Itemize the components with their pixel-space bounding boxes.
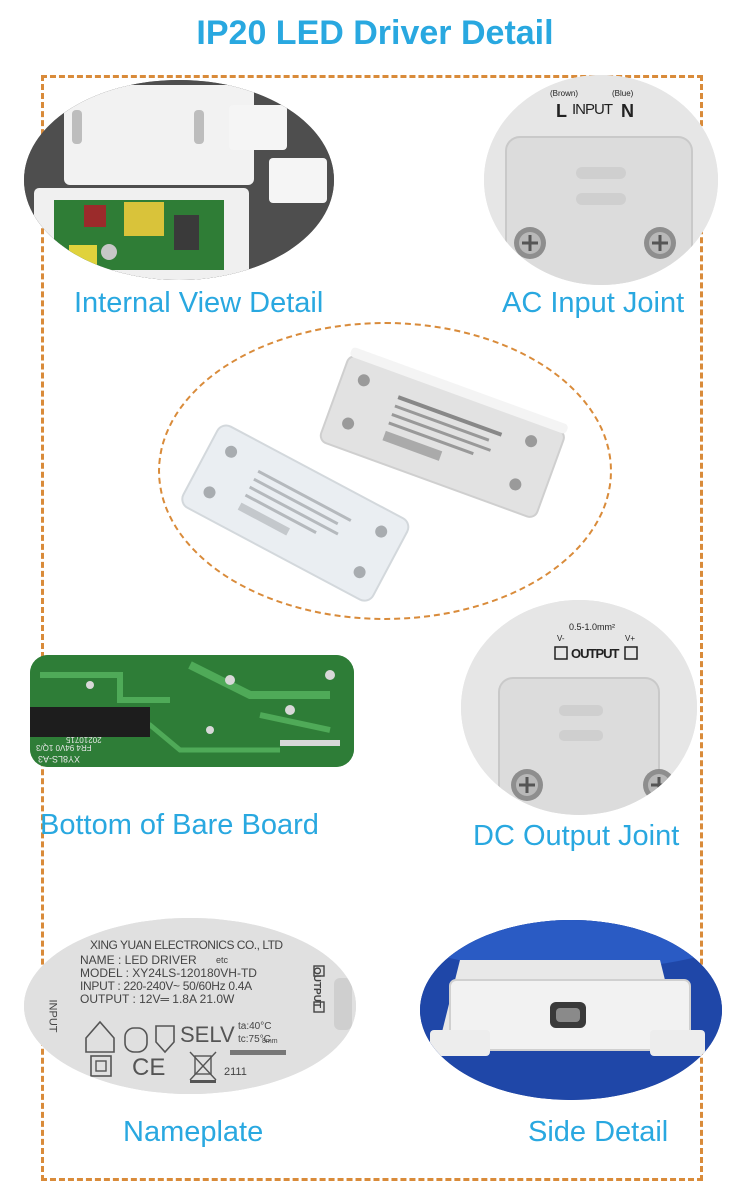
dashed-frame	[41, 75, 703, 1181]
caption-ac-input: AC Input Joint	[502, 287, 685, 319]
board-model-label: XY8LS-A3	[38, 754, 81, 764]
internal-view-photo	[24, 80, 334, 280]
nameplate-strip: 8mm	[262, 1038, 278, 1045]
ac-n-label: N	[621, 101, 634, 121]
caption-dc-output: DC Output Joint	[473, 820, 680, 852]
bare-board-photo: 20210715 FR4 94V0 1Q/3 XY8LS-A3	[30, 655, 354, 767]
nameplate-input: INPUT : 220-240V~ 50/60Hz 0.4A	[80, 979, 252, 993]
nameplate-tc: tc:75°C	[238, 1034, 271, 1045]
caption-bare-board: Bottom of Bare Board	[40, 809, 319, 841]
dc-wire-label: 0.5-1.0mm²	[569, 622, 616, 632]
nameplate-selv: SELV	[180, 1022, 235, 1047]
caption-nameplate: Nameplate	[123, 1116, 264, 1148]
page-title: IP20 LED Driver Detail	[196, 14, 554, 52]
nameplate-model: MODEL : XY24LS-120180VH-TD	[80, 966, 257, 980]
dc-output-photo: 0.5-1.0mm² V- V+ OUTPUT	[461, 600, 697, 815]
caption-side-detail: Side Detail	[528, 1116, 669, 1148]
nameplate-photo: XING YUAN ELECTRONICS CO., LTD NAME : LE…	[24, 918, 356, 1094]
nameplate-name: NAME : LED DRIVER	[80, 953, 197, 967]
ac-blue-label: (Blue)	[612, 89, 634, 98]
caption-internal-view: Internal View Detail	[74, 287, 324, 319]
product-photo	[158, 322, 612, 620]
nameplate-company: XING YUAN ELECTRONICS CO., LTD	[90, 938, 283, 952]
dc-vplus-label: V+	[625, 634, 636, 643]
nameplate-output-rotated: OUTPUT	[311, 966, 323, 1009]
nameplate-output: OUTPUT : 12V═ 1.8A 21.0W	[80, 992, 235, 1006]
side-detail-photo	[420, 920, 722, 1100]
ac-l-label: L	[556, 101, 567, 121]
dc-vminus-label: V-	[557, 634, 565, 643]
nameplate-etc: etc	[216, 955, 229, 965]
ac-input-photo: (Brown) (Blue) L INPUT N	[484, 75, 718, 285]
board-code-label: FR4 94V0 1Q/3	[36, 743, 92, 752]
nameplate-ce: CE	[132, 1054, 166, 1081]
ac-brown-label: (Brown)	[550, 89, 579, 98]
nameplate-input-rotated: INPUT	[46, 999, 59, 1033]
dc-output-label: OUTPUT	[571, 646, 619, 661]
ac-input-label: INPUT	[572, 101, 613, 118]
nameplate-batch: 2111	[224, 1066, 247, 1078]
nameplate-ta: ta:40°C	[238, 1021, 272, 1032]
